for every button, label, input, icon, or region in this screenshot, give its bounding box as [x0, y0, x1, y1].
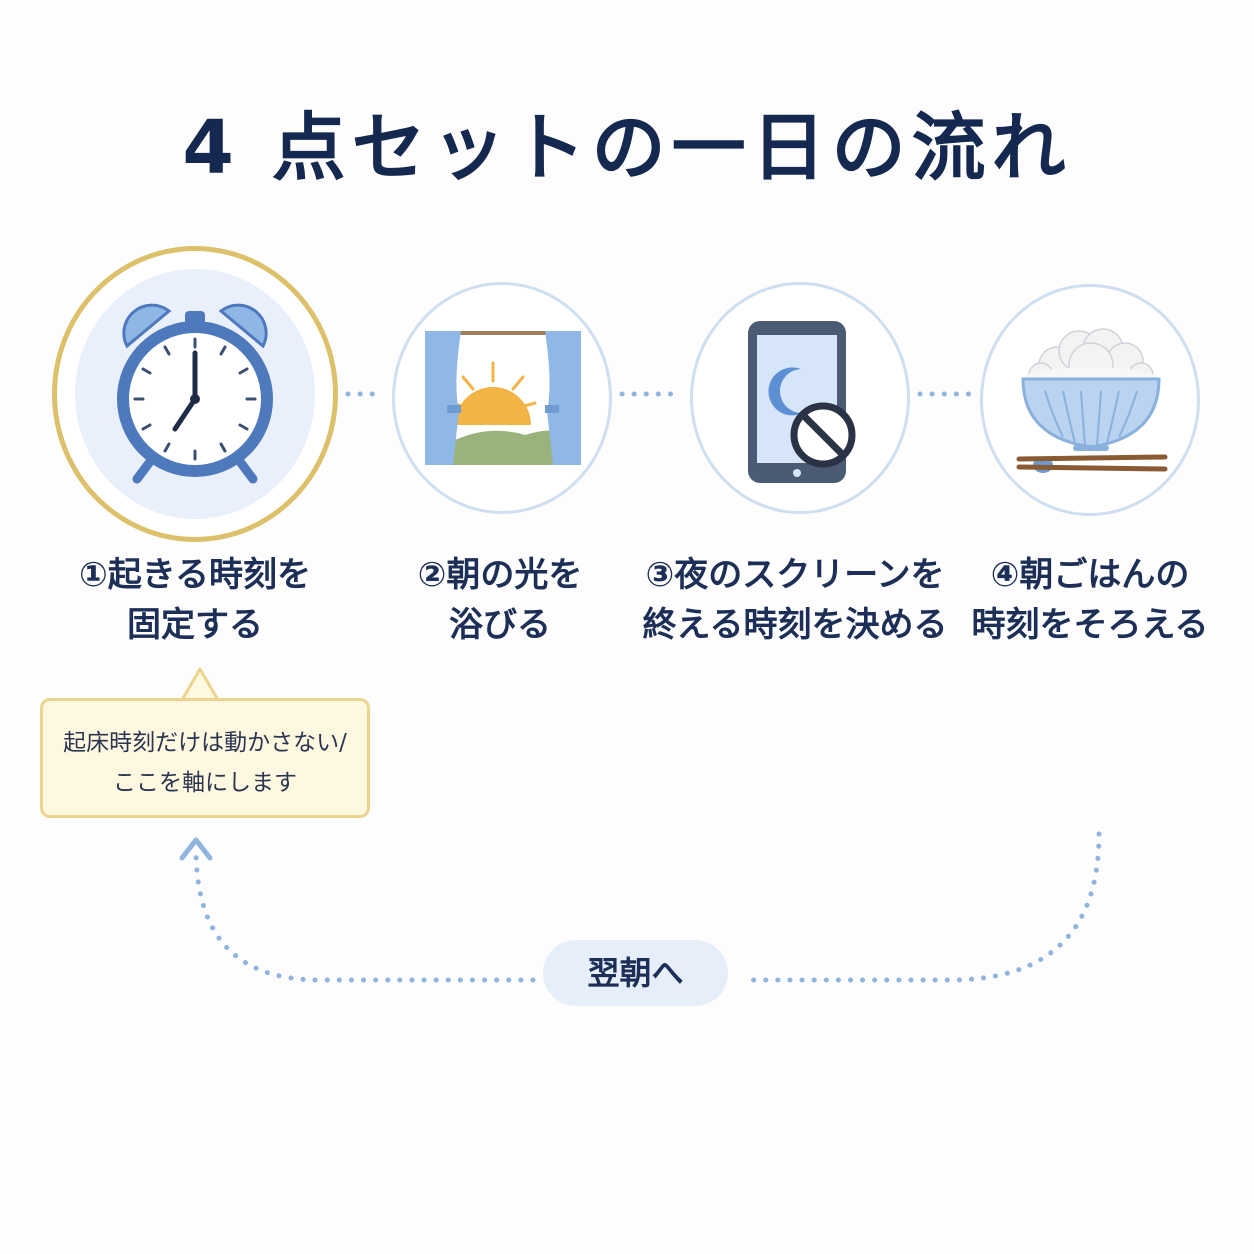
alarm-clock-icon: [117, 303, 273, 484]
loop-path-left: [193, 845, 536, 983]
step-3-line2: 終える時刻を決める: [642, 605, 948, 645]
step-4-line1: ④朝ごはんの: [990, 555, 1190, 595]
loop-arrowhead-icon: [179, 837, 213, 861]
step-3-label: ③夜のスクリーンを 終える時刻を決める: [640, 550, 950, 650]
step-2-circle: [392, 282, 612, 514]
callout-line1: 起床時刻だけは動かさない/: [63, 730, 347, 756]
step-4-circle: [980, 284, 1200, 516]
step-3-circle: [690, 282, 910, 514]
step-4-label: ④朝ごはんの 時刻をそろえる: [960, 550, 1220, 650]
rice-bowl-chopsticks-icon: [1016, 328, 1168, 473]
phone-no-night-screen-icon: [748, 321, 856, 483]
step-1-line2: 固定する: [127, 605, 263, 645]
step-2-line2: 浴びる: [449, 605, 551, 645]
step-1-label: ①起きる時刻を 固定する: [40, 550, 350, 650]
loop-path-right: [742, 831, 1102, 983]
next-morning-label: 翌朝へ: [543, 940, 728, 1006]
step-1-line1: ①起きる時刻を: [78, 555, 312, 595]
sunrise-window-icon: [425, 331, 581, 465]
step-2-line1: ②朝の光を: [417, 555, 583, 595]
page-title: 4 点セットの一日の流れ: [182, 105, 1072, 191]
callout-note: 起床時刻だけは動かさない/ ここを軸にします: [40, 698, 370, 818]
step-3-line1: ③夜のスクリーンを: [645, 555, 945, 595]
step-1-circle: [52, 246, 338, 542]
step-4-line2: 時刻をそろえる: [971, 605, 1209, 645]
step-2-label: ②朝の光を 浴びる: [370, 550, 630, 650]
callout-pointer-icon: [180, 667, 220, 701]
callout-line2: ここを軸にします: [113, 770, 297, 796]
